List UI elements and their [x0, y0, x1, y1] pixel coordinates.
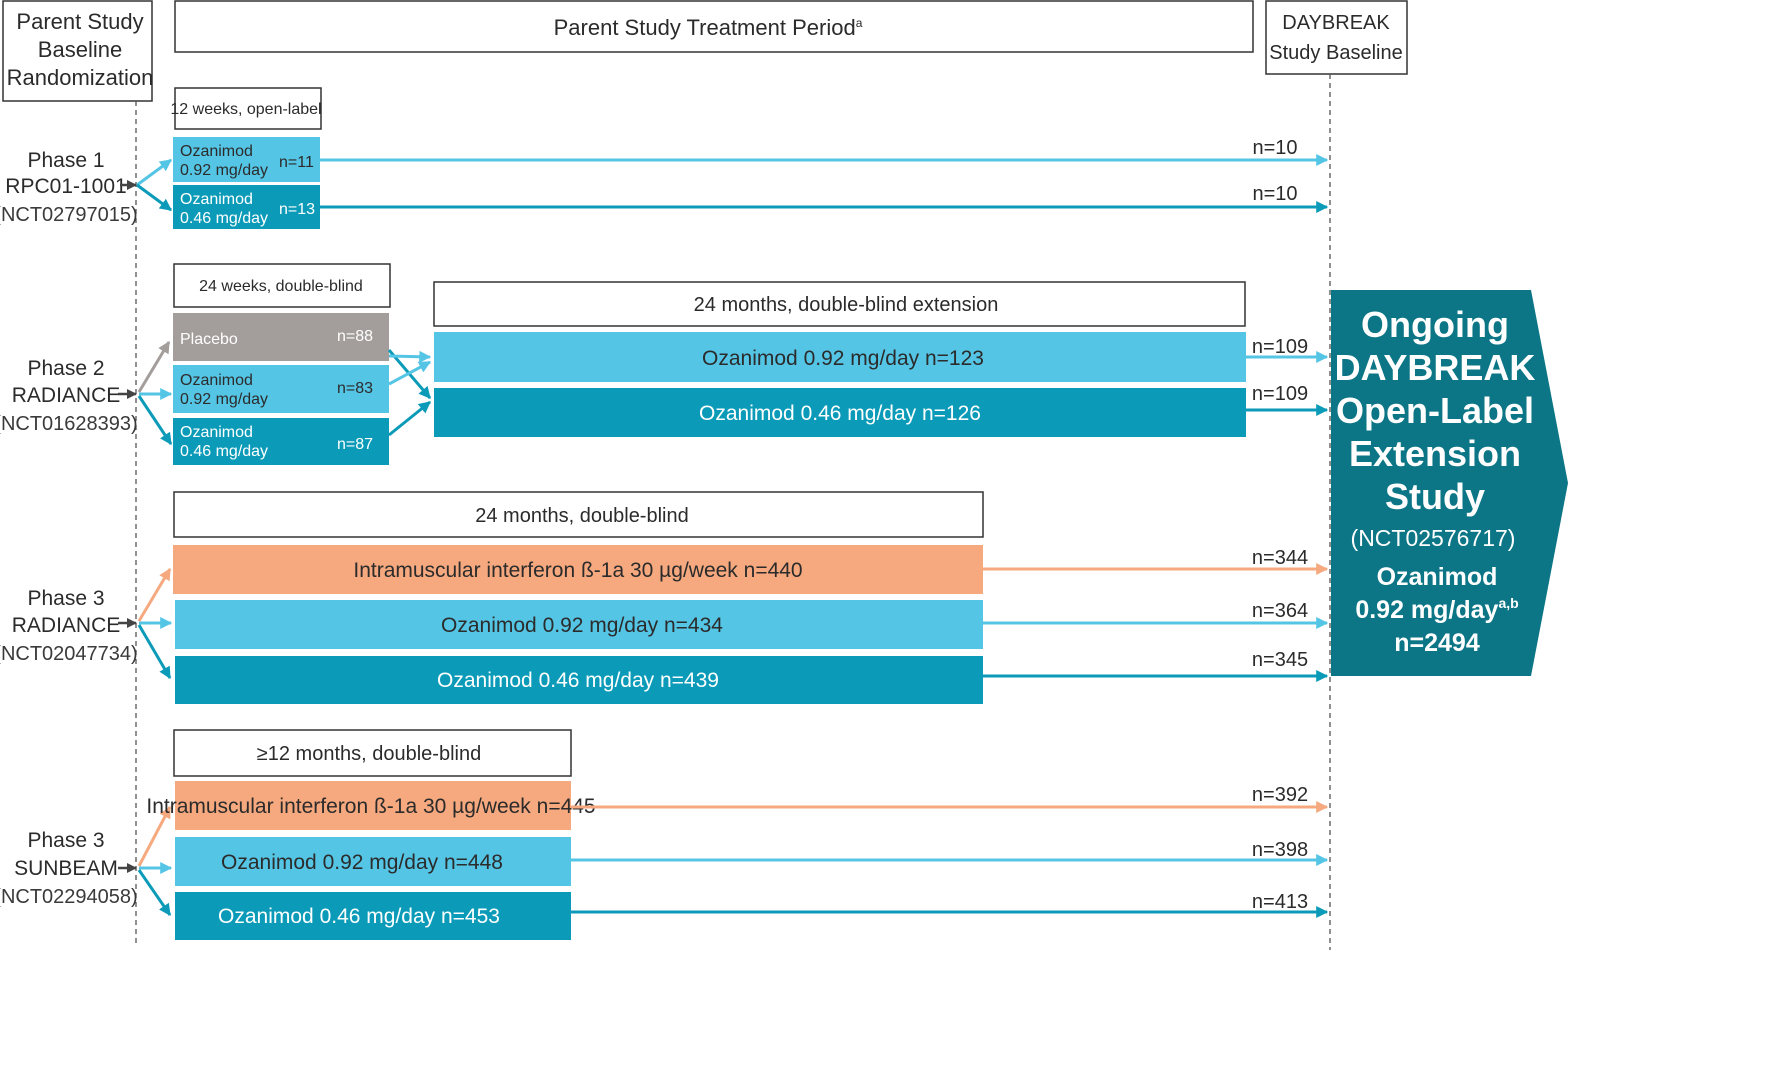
- daybreak-title-line5: Study: [1385, 476, 1485, 517]
- extension-arm-label: Ozanimod 0.92 mg/day n=123: [702, 347, 984, 370]
- study-phase: Phase 3: [27, 829, 104, 852]
- arm-box: [175, 837, 571, 886]
- study-phase: Phase 1: [27, 149, 104, 172]
- arm-label-line2: 0.46 mg/day: [180, 443, 268, 460]
- completer-n: n=364: [1252, 600, 1308, 622]
- arm-label: Ozanimod 0.46 mg/day n=453: [218, 905, 500, 928]
- arm-box: [173, 365, 389, 413]
- arm-box: [173, 313, 389, 361]
- daybreak-title-line1: Ongoing: [1361, 304, 1509, 345]
- daybreak-baseline-header: DAYBREAK Study Baseline: [1265, 0, 1408, 75]
- arm-label: Ozanimod 0.92 mg/day n=434: [441, 614, 723, 637]
- arm-n: n=88: [337, 328, 373, 345]
- branch-arrow: [136, 183, 172, 212]
- parent-baseline-header: Parent Study Baseline Randomization: [2, 0, 154, 102]
- completer-n: n=344: [1252, 547, 1308, 569]
- arm-label-line2: 0.92 mg/day: [180, 162, 268, 179]
- completer-n: n=398: [1252, 839, 1308, 861]
- parent-baseline-line2: Baseline: [38, 37, 122, 62]
- daybreak-ole-box: Ongoing DAYBREAK Open-Label Extension St…: [1331, 290, 1568, 676]
- daybreak-drug-line2: 0.92 mg/daya,b: [1355, 595, 1518, 624]
- rerandomization-arrow: [388, 360, 432, 386]
- daybreak-title-line2: DAYBREAK: [1335, 347, 1536, 388]
- completer-n: n=413: [1252, 891, 1308, 913]
- treatment-period-title: Parent Study Treatment Perioda: [554, 15, 863, 40]
- daybreak-n: n=2494: [1394, 629, 1480, 657]
- study-phase1-rpc01: Phase 1 RPC01-1001 (NCT02797015) 12 week…: [0, 87, 1329, 229]
- completer-n: n=345: [1252, 649, 1308, 671]
- daybreak-title-line4: Extension: [1349, 433, 1521, 474]
- study-phase: Phase 2: [27, 357, 104, 380]
- branch-arrow: [137, 567, 172, 622]
- rerandomization-arrow: [388, 350, 432, 363]
- study-name: RPC01-1001: [5, 175, 126, 198]
- duration-label: 12 weeks, open-label: [170, 101, 321, 118]
- completer-n: n=392: [1252, 784, 1308, 806]
- completer-n: n=109: [1252, 336, 1308, 358]
- arm-label: Ozanimod 0.92 mg/day n=448: [221, 851, 503, 874]
- branch-arrow: [136, 158, 172, 187]
- completer-n: n=10: [1252, 137, 1297, 159]
- completer-n: n=109: [1252, 383, 1308, 405]
- study-name: RADIANCE: [12, 614, 121, 637]
- parent-baseline-line3: Randomization: [7, 65, 154, 90]
- extension-arm-box: [434, 388, 1246, 437]
- arm-label-line1: Ozanimod: [180, 143, 253, 160]
- arm-n: n=83: [337, 380, 373, 397]
- arm-box: [175, 600, 983, 649]
- extension-duration-label: 24 months, double-blind extension: [694, 294, 999, 316]
- arm-box: [173, 185, 320, 229]
- arm-label-line2: 0.46 mg/day: [180, 210, 268, 227]
- branch-arrow: [137, 340, 171, 393]
- arm-n: n=11: [279, 154, 314, 171]
- study-phase2-radiance: Phase 2 RADIANCE (NCT01628393) 24 weeks,…: [0, 263, 1329, 465]
- study-phase3-sunbeam: Phase 3 SUNBEAM (NCT02294058) ≥12 months…: [0, 729, 1329, 940]
- daybreak-baseline-line1: DAYBREAK: [1282, 12, 1390, 34]
- extension-arm-box: [434, 332, 1246, 382]
- study-nct: (NCT01628393): [0, 413, 138, 435]
- branch-arrow: [137, 624, 172, 680]
- arm-label: Intramuscular interferon ß-1a 30 µg/week…: [146, 795, 595, 818]
- arm-n: n=13: [279, 201, 315, 218]
- arm-box: [173, 418, 389, 465]
- study-name: RADIANCE: [12, 384, 121, 407]
- duration-label: 24 months, double-blind: [475, 505, 688, 527]
- treatment-period-header: Parent Study Treatment Perioda: [174, 0, 1254, 53]
- study-phase: Phase 3: [27, 587, 104, 610]
- duration-label: ≥12 months, double-blind: [257, 743, 481, 765]
- daybreak-drug-line1: Ozanimod: [1377, 563, 1498, 591]
- study-nct: (NCT02047734): [0, 643, 138, 665]
- arm-box: [173, 545, 983, 594]
- study-nct: (NCT02294058): [0, 886, 138, 908]
- study-phase3-radiance: Phase 3 RADIANCE (NCT02047734) 24 months…: [0, 491, 1329, 704]
- branch-arrow: [137, 395, 173, 445]
- extension-arm-label: Ozanimod 0.46 mg/day n=126: [699, 402, 981, 425]
- arm-box: [173, 137, 320, 182]
- arm-label-line1: Ozanimod: [180, 372, 253, 389]
- parent-baseline-line1: Parent Study: [16, 9, 143, 34]
- arm-label-line2: 0.92 mg/day: [180, 391, 268, 408]
- arm-label-line1: Placebo: [180, 331, 238, 348]
- study-name: SUNBEAM: [14, 857, 118, 880]
- arm-box: [175, 781, 571, 830]
- arm-box: [175, 656, 983, 704]
- arm-label: Intramuscular interferon ß-1a 30 µg/week…: [353, 559, 802, 582]
- arm-label: Ozanimod 0.46 mg/day n=439: [437, 669, 719, 692]
- completer-n: n=10: [1252, 183, 1297, 205]
- branch-arrow: [137, 805, 172, 867]
- duration-label: 24 weeks, double-blind: [199, 278, 363, 295]
- branch-arrow: [137, 869, 172, 916]
- daybreak-nct: (NCT02576717): [1351, 525, 1516, 551]
- arm-n: n=87: [337, 436, 373, 453]
- rerandomization-arrow: [388, 400, 431, 437]
- daybreak-title-line3: Open-Label: [1336, 390, 1534, 431]
- arm-label-line1: Ozanimod: [180, 191, 253, 208]
- study-nct: (NCT02797015): [0, 204, 138, 226]
- daybreak-baseline-line2: Study Baseline: [1269, 42, 1402, 64]
- arm-label-line1: Ozanimod: [180, 424, 253, 441]
- arm-box: [175, 892, 571, 940]
